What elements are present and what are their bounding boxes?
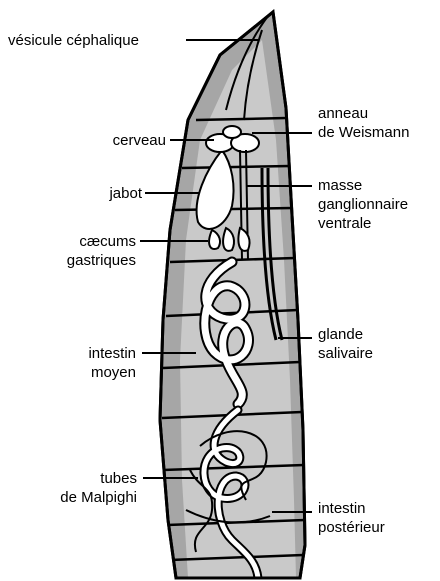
label-vesicule-cephalique: vésicule céphalique — [8, 31, 139, 50]
label-line: de Malpighi — [20, 488, 137, 507]
label-line: ventrale — [318, 214, 408, 233]
gastric-caeca — [209, 228, 249, 251]
label-line: postérieur — [318, 518, 385, 537]
label-intestin-posterieur: intestin postérieur — [318, 499, 385, 537]
label-line: intestin — [30, 344, 136, 363]
label-line: salivaire — [318, 344, 373, 363]
label-line: de Weismann — [318, 123, 409, 142]
label-line: ganglionnaire — [318, 195, 408, 214]
label-line: gastriques — [30, 251, 136, 270]
label-line: anneau — [318, 104, 409, 123]
label-glande-salivaire: glande salivaire — [318, 325, 373, 363]
label-cerveau: cerveau — [60, 131, 166, 150]
label-line: moyen — [30, 363, 136, 382]
label-line: masse — [318, 176, 408, 195]
label-line: jabot — [60, 184, 142, 203]
label-jabot: jabot — [60, 184, 142, 203]
label-masse-ganglionnaire-ventrale: masse ganglionnaire ventrale — [318, 176, 408, 233]
label-line: vésicule céphalique — [8, 31, 139, 50]
label-line: intestin — [318, 499, 385, 518]
label-line: cerveau — [60, 131, 166, 150]
label-caecums-gastriques: cæcums gastriques — [30, 232, 136, 270]
label-line: glande — [318, 325, 373, 344]
label-anneau-de-weismann: anneau de Weismann — [318, 104, 409, 142]
label-line: cæcums — [30, 232, 136, 251]
label-intestin-moyen: intestin moyen — [30, 344, 136, 382]
label-line: tubes — [20, 469, 137, 488]
label-tubes-de-malpighi: tubes de Malpighi — [20, 469, 137, 507]
